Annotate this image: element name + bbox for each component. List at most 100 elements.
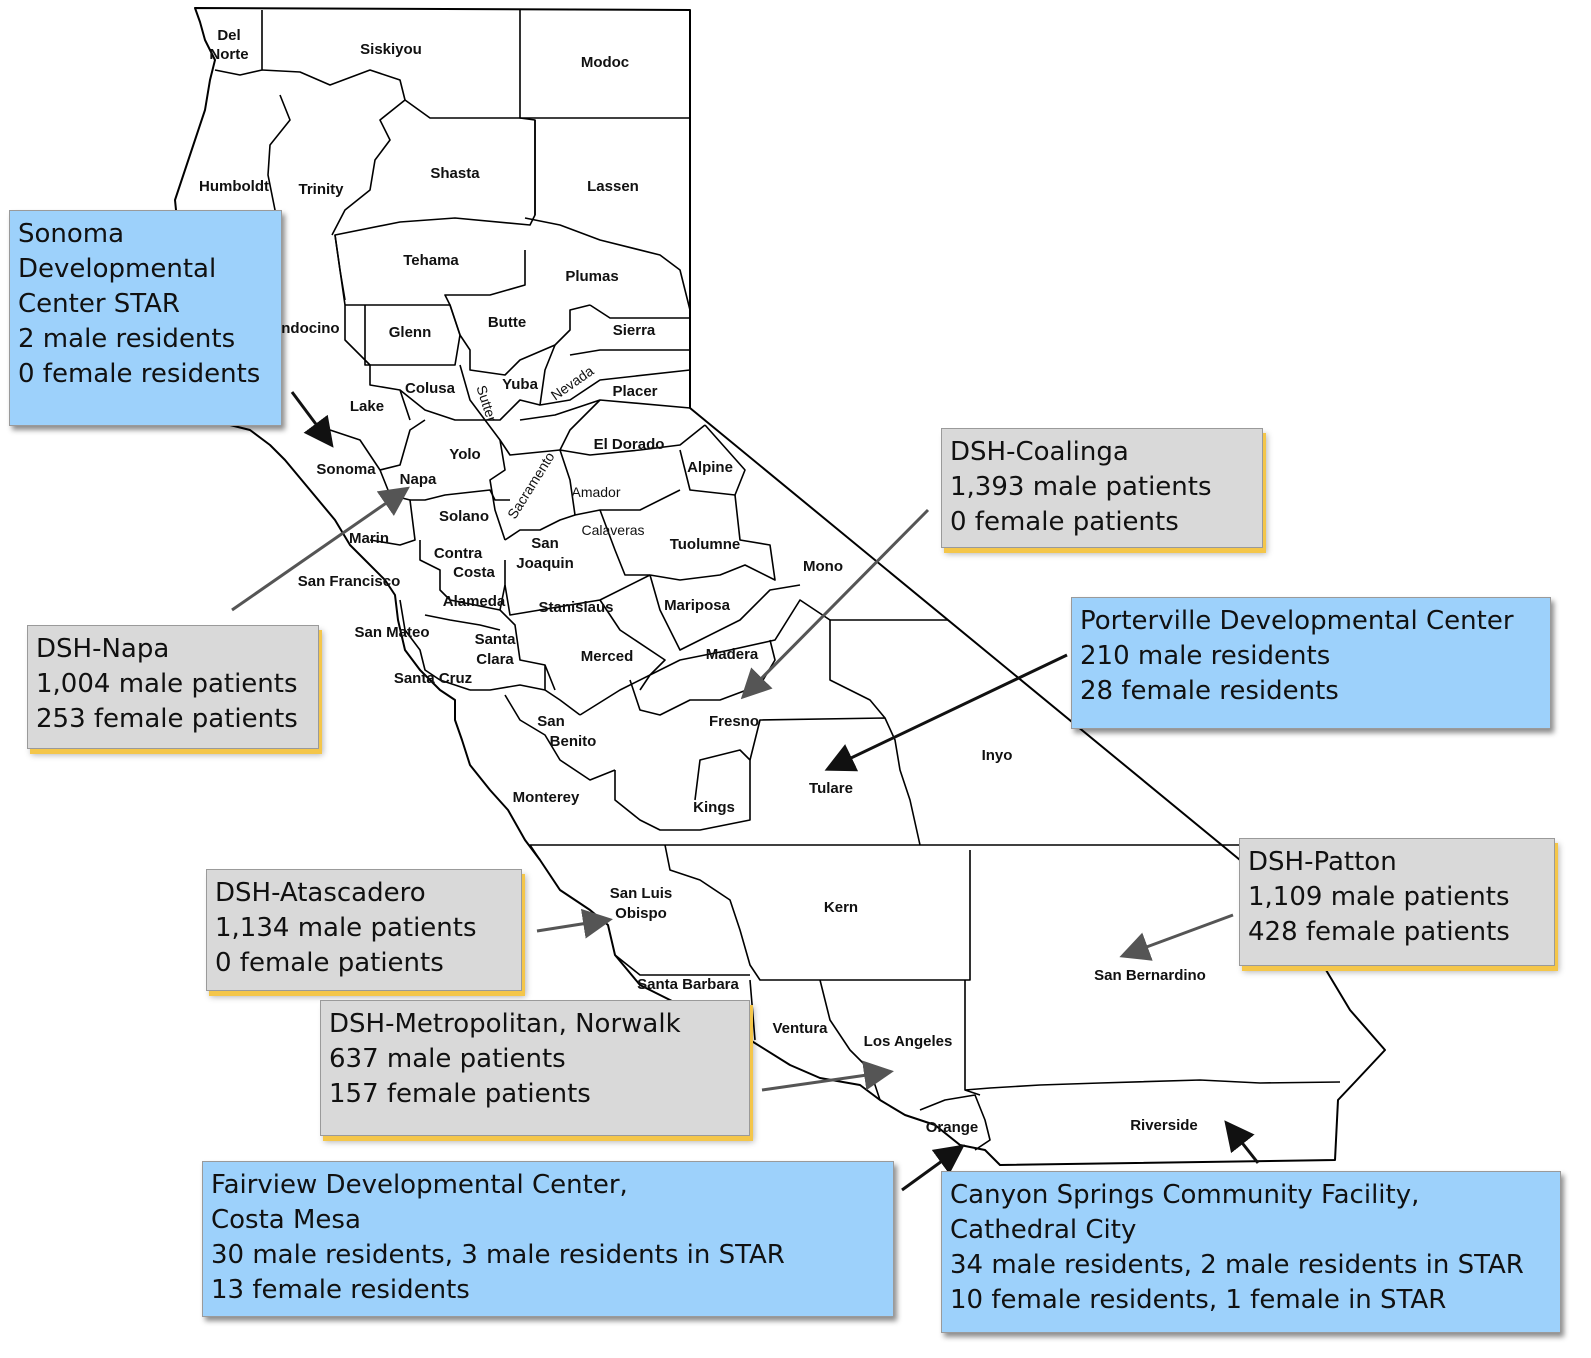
county-san-luis-obispo-1: San Luis [610,885,673,902]
county-marin: Marin [349,530,389,547]
county-lassen: Lassen [587,178,639,195]
callout-line: 253 female patients [36,704,298,734]
arrow-canyon-springs [1224,1120,1260,1164]
arrow-napa [231,486,410,612]
callout-line: 34 male residents, 2 male residents in S… [950,1250,1524,1280]
county-glenn: Glenn [389,324,432,341]
county-santa-barbara: Santa Barbara [637,976,739,993]
county-fresno: Fresno [709,713,759,730]
county-modoc: Modoc [581,54,629,71]
arrow-sonoma [290,391,334,448]
callout-canyon-springs-community-facility: Canyon Springs Community Facility, Cathe… [941,1171,1561,1333]
county-san-luis-obispo-2: Obispo [615,905,667,922]
county-mariposa: Mariposa [664,597,731,614]
callout-line: DSH-Patton [1248,847,1397,877]
callout-line: 0 female patients [215,948,444,978]
county-lake: Lake [350,398,384,415]
callout-line: Costa Mesa [211,1205,361,1235]
arrow-porterville [824,653,1068,772]
callout-line: 30 male residents, 3 male residents in S… [211,1240,785,1270]
arrow-metropolitan [761,1060,894,1092]
callout-sonoma-developmental-center: Sonoma Developmental Center STAR 2 male … [9,210,282,426]
callout-line: 428 female patients [1248,917,1510,947]
county-ventura: Ventura [772,1020,828,1037]
callout-line: 637 male patients [329,1044,566,1074]
county-plumas: Plumas [565,268,618,285]
county-shasta: Shasta [430,165,480,182]
county-colusa: Colusa [405,380,456,397]
county-san-benito-2: Benito [550,733,597,750]
callout-line: 1,393 male patients [950,472,1212,502]
callout-line: 13 female residents [211,1275,470,1305]
callout-line: Developmental [18,254,217,284]
callout-dsh-metropolitan: DSH-Metropolitan, Norwalk 637 male patie… [320,1000,750,1136]
county-san-joaquin-1: San [531,535,559,552]
county-humboldt: Humboldt [199,178,269,195]
callout-line: Canyon Springs Community Facility, [950,1180,1420,1210]
callout-line: 157 female patients [329,1079,591,1109]
county-yuba: Yuba [502,376,539,393]
county-napa: Napa [400,471,437,488]
callout-line: Fairview Developmental Center, [211,1170,628,1200]
county-kings: Kings [693,799,735,816]
arrow-fairview [901,1144,965,1192]
county-san-mateo: San Mateo [354,624,429,641]
county-santa-clara-2: Clara [476,651,514,668]
county-labels: Del Norte Siskiyou Modoc Humboldt Trinit… [199,27,1206,1136]
callout-fairview-developmental-center: Fairview Developmental Center, Costa Mes… [202,1161,894,1317]
arrow-patton [1119,913,1234,961]
pointer-arrows [231,391,1260,1192]
county-del-norte-2: Norte [209,46,248,63]
county-monterey: Monterey [513,789,580,806]
county-placer: Placer [612,383,657,400]
callout-line: 28 female residents [1080,676,1339,706]
callout-dsh-coalinga: DSH-Coalinga 1,393 male patients 0 femal… [941,428,1263,548]
county-san-bernardino: San Bernardino [1094,967,1206,984]
county-kern: Kern [824,899,858,916]
county-contra-costa-1: Contra [434,545,483,562]
callout-line: 0 female residents [18,359,261,389]
callout-line: DSH-Coalinga [950,437,1129,467]
county-san-francisco: San Francisco [298,573,401,590]
callout-line: Cathedral City [950,1215,1137,1245]
county-trinity: Trinity [298,181,344,198]
callout-porterville-developmental-center: Porterville Developmental Center 210 mal… [1071,597,1551,729]
county-tuolumne: Tuolumne [670,536,741,553]
arrow-coalinga [740,508,930,700]
county-santa-clara-1: Santa [475,631,517,648]
callout-line: 1,134 male patients [215,913,477,943]
callout-line: DSH-Metropolitan, Norwalk [329,1009,681,1039]
county-merced: Merced [581,648,634,665]
county-inyo: Inyo [982,747,1013,764]
callout-line: 210 male residents [1080,641,1331,671]
county-calaveras: Calaveras [581,522,644,538]
county-san-benito-1: San [537,713,565,730]
county-orange: Orange [926,1119,979,1136]
county-alpine: Alpine [687,459,733,476]
county-los-angeles: Los Angeles [864,1033,953,1050]
callout-line: DSH-Atascadero [215,878,426,908]
callout-line: 10 female residents, 1 female in STAR [950,1285,1447,1315]
county-sierra: Sierra [613,322,656,339]
county-tehama: Tehama [403,252,459,269]
callout-line: 1,109 male patients [1248,882,1510,912]
county-el-dorado: El Dorado [594,436,665,453]
callout-line: DSH-Napa [36,634,170,664]
county-yolo: Yolo [449,446,480,463]
county-san-joaquin-2: Joaquin [516,555,574,572]
callout-dsh-patton: DSH-Patton 1,109 male patients 428 femal… [1239,838,1555,966]
county-alameda: Alameda [443,593,506,610]
county-mono: Mono [803,558,843,575]
county-amador: Amador [571,484,620,500]
callout-line: Porterville Developmental Center [1080,606,1514,636]
callout-line: 1,004 male patients [36,669,298,699]
arrow-atascadero [536,908,613,939]
county-siskiyou: Siskiyou [360,41,422,58]
callout-line: 0 female patients [950,507,1179,537]
county-madera: Madera [706,646,759,663]
county-butte: Butte [488,314,526,331]
callout-dsh-napa: DSH-Napa 1,004 male patients 253 female … [27,625,319,749]
callout-dsh-atascadero: DSH-Atascadero 1,134 male patients 0 fem… [206,869,522,991]
county-stanislaus: Stanislaus [538,599,613,616]
